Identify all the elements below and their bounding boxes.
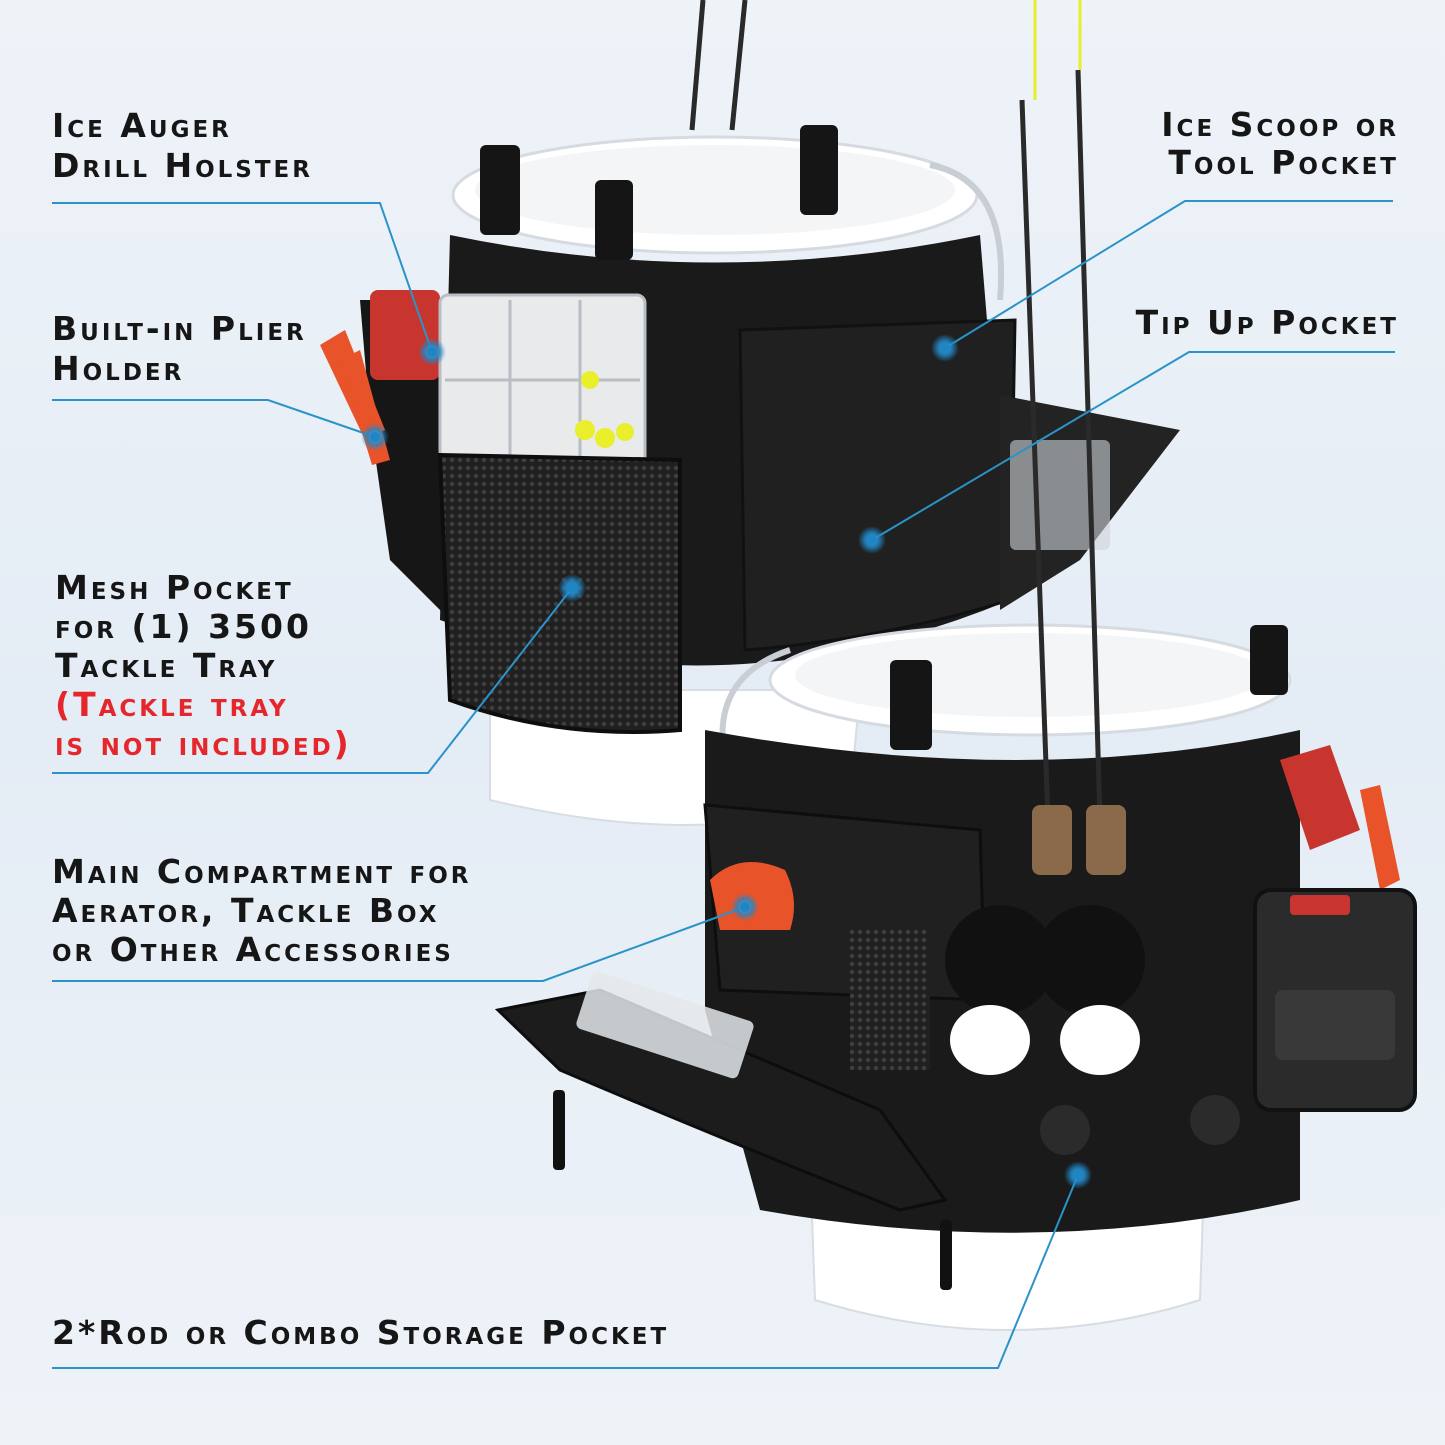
callout-line: 2*Rod or Combo Storage Pocket (52, 1313, 670, 1352)
callout-line: Holder (52, 349, 185, 388)
callout-ice-auger-drill-holster: Ice Auger Drill Holster (52, 106, 313, 186)
callout-line: Tip Up Pocket (1135, 303, 1399, 342)
callout-line: Ice Scoop or (1161, 105, 1399, 144)
callout-line: Main Compartment for (52, 852, 472, 891)
callout-line: Ice Auger (52, 106, 232, 145)
callout-mesh-pocket: Mesh Pocket for (1) 3500 Tackle Tray (Ta… (55, 568, 352, 763)
dot-tip-up (858, 526, 886, 554)
dot-main-compartment (731, 893, 759, 921)
callout-dots (361, 334, 1092, 1189)
tackle-tray-note: is not included) (55, 724, 352, 763)
callout-line: Built-in Plier (52, 309, 307, 348)
top-bucket (320, 0, 1180, 826)
callout-main-compartment: Main Compartment for Aerator, Tackle Box… (52, 852, 472, 969)
dot-ice-scoop (931, 334, 959, 362)
callout-ice-scoop-tool-pocket: Ice Scoop or Tool Pocket (1161, 106, 1399, 182)
callout-line: or Other Accessories (52, 930, 454, 969)
callout-line: Mesh Pocket (55, 568, 294, 607)
callout-line: Tackle Tray (55, 646, 278, 685)
dot-rod-storage (1064, 1161, 1092, 1189)
callout-line: for (1) 3500 (55, 607, 312, 646)
dot-mesh (558, 574, 586, 602)
callout-rod-combo-storage: 2*Rod or Combo Storage Pocket (52, 1313, 669, 1353)
callout-built-in-plier-holder: Built-in Plier Holder (52, 309, 307, 389)
callout-tip-up-pocket: Tip Up Pocket (1136, 303, 1399, 343)
tackle-tray-note: (Tackle tray (55, 685, 289, 724)
callout-line: Drill Holster (52, 146, 313, 185)
callout-line: Tool Pocket (1168, 143, 1399, 182)
dot-plier (361, 423, 389, 451)
dot-ice-auger (418, 338, 446, 366)
leader-lines (52, 200, 1395, 1369)
callout-line: Aerator, Tackle Box (52, 891, 440, 930)
